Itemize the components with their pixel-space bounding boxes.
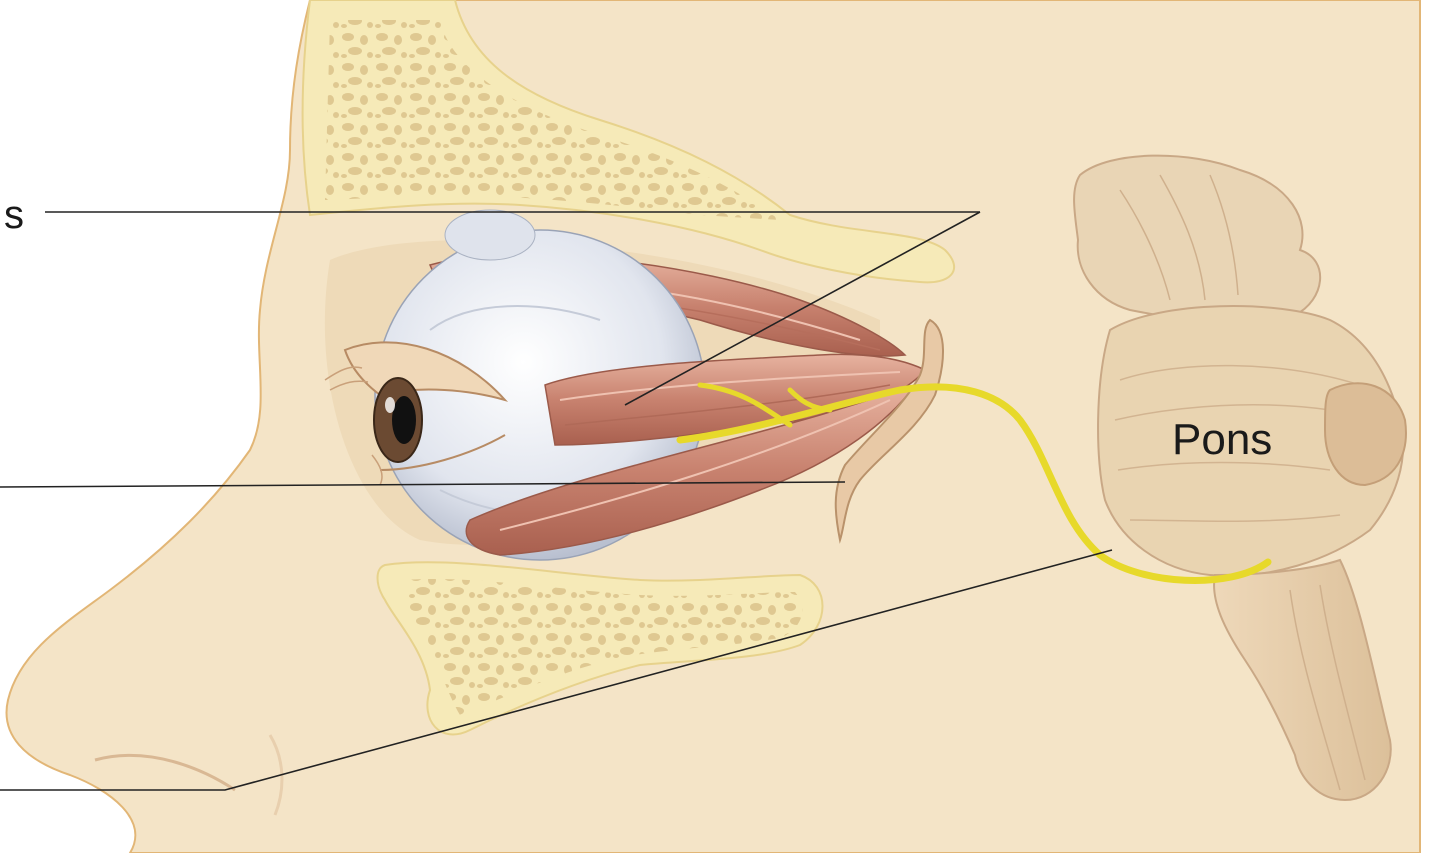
cerebellar-peduncle	[1325, 383, 1406, 485]
pons-label: Pons	[1172, 418, 1272, 462]
cut-off-label: s	[4, 195, 24, 235]
